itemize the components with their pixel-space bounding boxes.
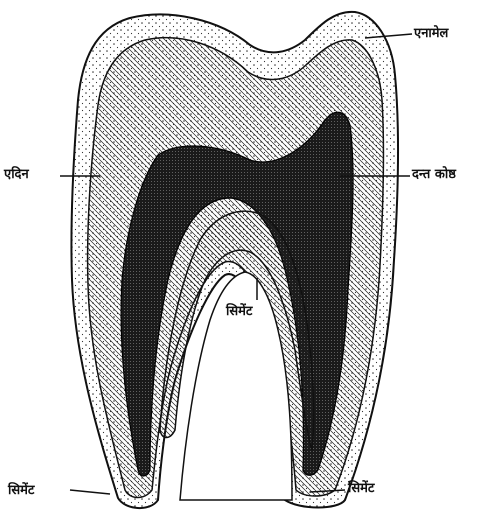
label-enamel: एनामेल <box>414 27 448 40</box>
label-dentine: एदिन <box>4 168 29 181</box>
label-cement-center: सिमेंट <box>226 305 252 318</box>
label-cement-left: सिमेंट <box>8 484 34 497</box>
leader-cement-left <box>70 490 110 494</box>
label-pulp-cavity: दन्त कोष्ठ <box>412 168 456 181</box>
label-cement-right: सिमेंट <box>348 482 374 495</box>
